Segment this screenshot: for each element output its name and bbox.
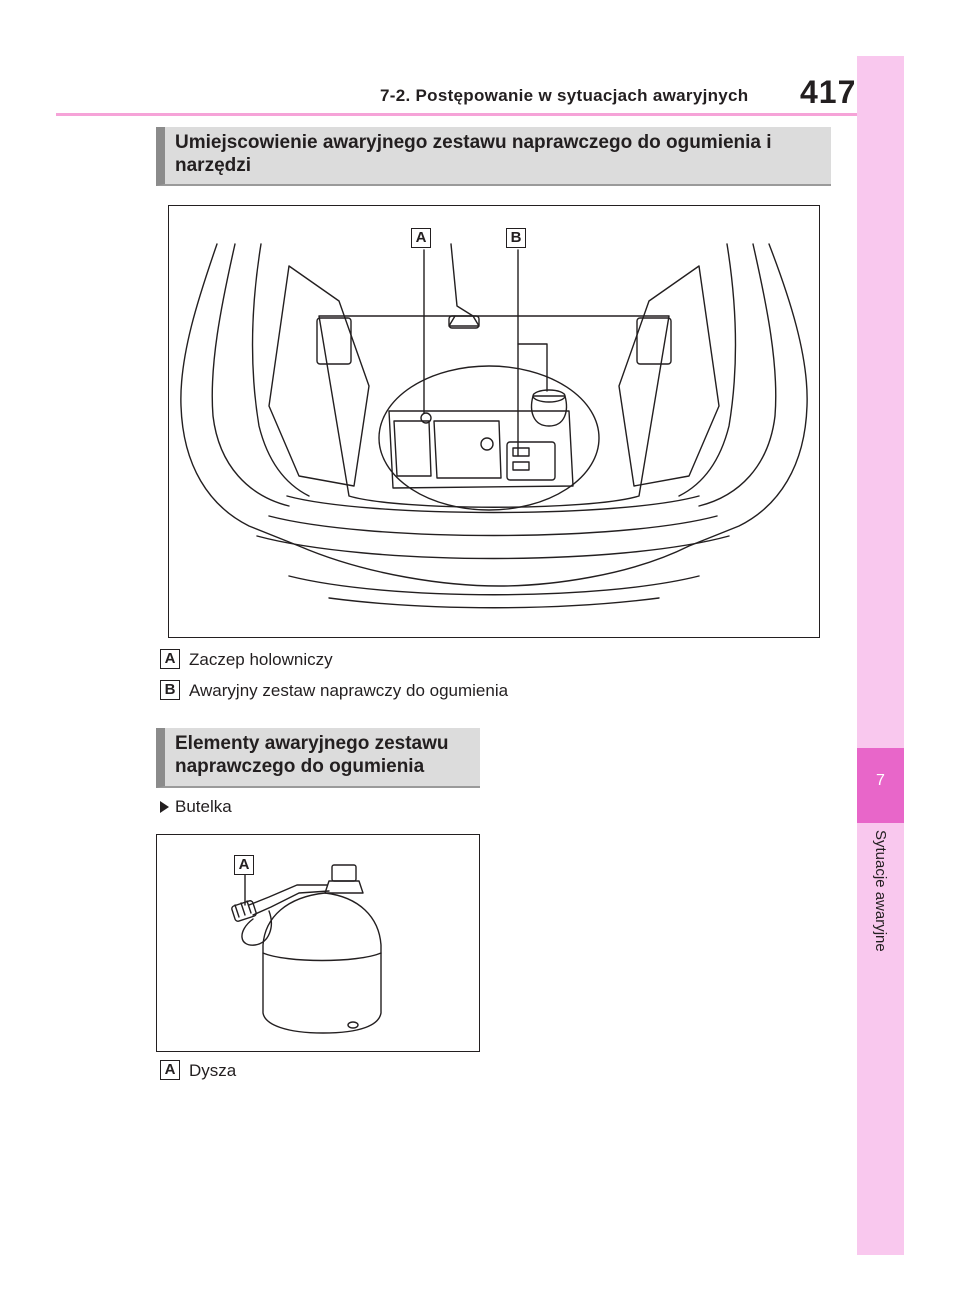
chapter-side-tab	[857, 56, 904, 1255]
legend-text-nozzle: Dysza	[189, 1061, 237, 1080]
trunk-illustration: A B	[168, 205, 820, 638]
section-heading-location: Umiejscowienie awaryjnego zestawu napraw…	[156, 127, 831, 186]
legend-text-tow-hook: Zaczep holowniczy	[189, 650, 333, 669]
legend-text-repair-kit: Awaryjny zestaw naprawczy do ogumienia	[189, 681, 509, 700]
chapter-number-box	[857, 748, 904, 823]
bottle-illustration: A	[156, 834, 480, 1052]
bottle-drawing	[231, 864, 382, 1034]
legend-badge-b: B	[160, 680, 180, 700]
chapter-title-text: Sytuacje awaryjne	[872, 830, 889, 952]
bullet-item-bottle: Butelka	[175, 797, 232, 816]
header-divider	[56, 113, 857, 116]
bullet-arrow-icon	[160, 801, 169, 813]
callout-badge-a: A	[411, 228, 431, 248]
section-path: 7-2. Postępowanie w sytuacjach awaryjnyc…	[380, 86, 749, 105]
chapter-title: Sytuacje awaryjne	[858, 830, 903, 980]
trunk-drawing	[180, 243, 808, 609]
legend-badge-nozzle: A	[160, 1060, 180, 1080]
legend-badge-a: A	[160, 649, 180, 669]
chapter-number: 7	[876, 772, 885, 789]
section-heading-elements: Elementy awaryjnego zestawu naprawczego …	[156, 728, 480, 788]
page-number: 417	[800, 74, 857, 110]
callout-badge-b: B	[506, 228, 526, 248]
callout-badge-nozzle: A	[234, 855, 254, 875]
